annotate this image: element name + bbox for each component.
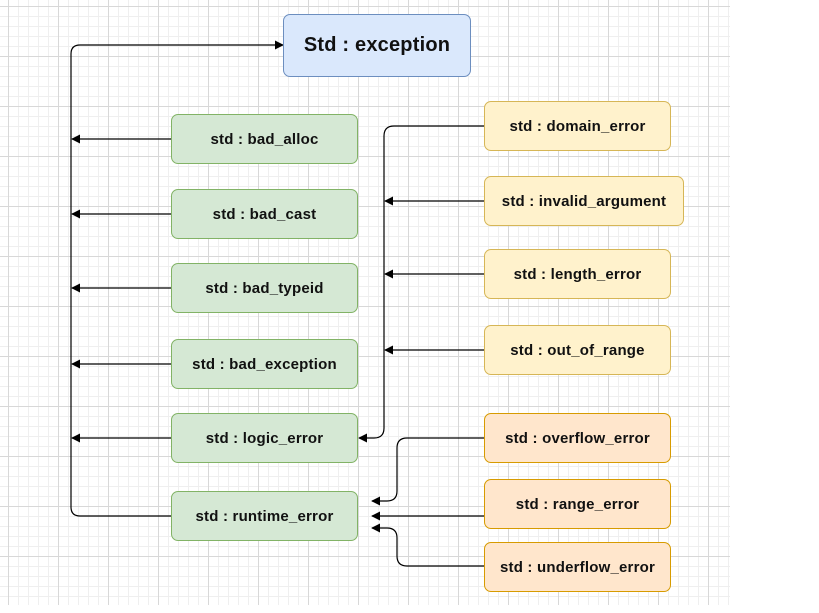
- node-range-error[interactable]: std : range_error: [484, 479, 671, 529]
- node-underflow-error[interactable]: std : underflow_error: [484, 542, 671, 592]
- node-runtime-error-label: std : runtime_error: [195, 507, 334, 525]
- node-bad-alloc-label: std : bad_alloc: [210, 130, 319, 148]
- edge-domain-error: [358, 125, 484, 443]
- edges-layer: [70, 40, 484, 567]
- node-bad-cast-label: std : bad_cast: [212, 205, 317, 223]
- node-logic-error-label: std : logic_error: [205, 429, 324, 447]
- edge-overflow-error: [371, 437, 484, 506]
- node-exception-label: Std : exception: [303, 34, 451, 56]
- node-logic-error[interactable]: std : logic_error: [171, 413, 358, 463]
- node-bad-exception-label: std : bad_exception: [192, 355, 337, 373]
- edge-trunk-to-exception: [70, 40, 284, 517]
- node-length-error-label: std : length_error: [513, 265, 642, 283]
- edge-underflow-error: [371, 523, 484, 567]
- node-invalid-argument-label: std : invalid_argument: [501, 192, 667, 210]
- node-runtime-error[interactable]: std : runtime_error: [171, 491, 358, 541]
- node-overflow-error-label: std : overflow_error: [505, 429, 650, 447]
- node-exception[interactable]: Std : exception: [283, 14, 471, 77]
- node-underflow-error-label: std : underflow_error: [499, 558, 656, 576]
- diagram-canvas: Std : exception std : bad_alloc std : ba…: [0, 0, 730, 605]
- node-domain-error-label: std : domain_error: [509, 117, 646, 135]
- node-bad-cast[interactable]: std : bad_cast: [171, 189, 358, 239]
- node-overflow-error[interactable]: std : overflow_error: [484, 413, 671, 463]
- node-bad-typeid-label: std : bad_typeid: [205, 279, 324, 297]
- node-range-error-label: std : range_error: [515, 495, 640, 513]
- node-length-error[interactable]: std : length_error: [484, 249, 671, 299]
- node-domain-error[interactable]: std : domain_error: [484, 101, 671, 151]
- node-bad-exception[interactable]: std : bad_exception: [171, 339, 358, 389]
- node-bad-alloc[interactable]: std : bad_alloc: [171, 114, 358, 164]
- node-invalid-argument[interactable]: std : invalid_argument: [484, 176, 684, 226]
- node-bad-typeid[interactable]: std : bad_typeid: [171, 263, 358, 313]
- node-out-of-range-label: std : out_of_range: [510, 341, 645, 359]
- node-out-of-range[interactable]: std : out_of_range: [484, 325, 671, 375]
